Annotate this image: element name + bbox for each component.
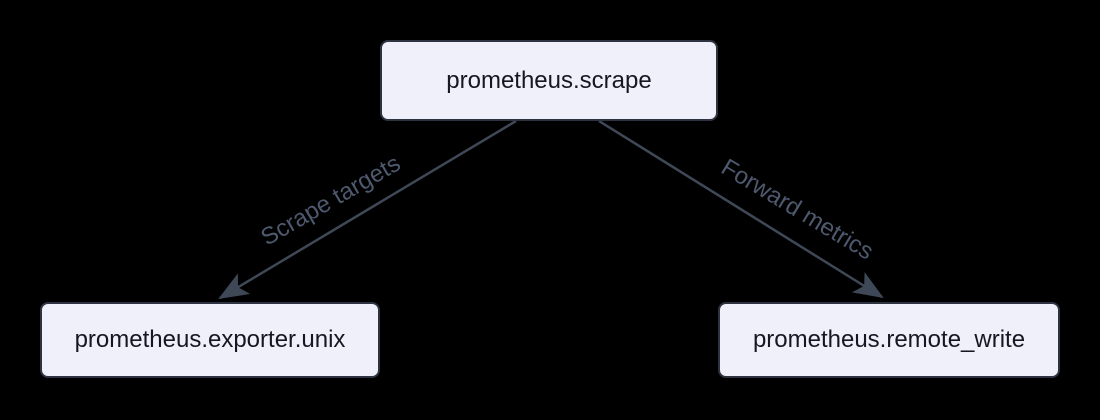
node-prometheus-exporter-unix-label: prometheus.exporter.unix	[74, 326, 346, 353]
edge-label-forward-metrics: Forward metrics	[716, 153, 878, 266]
edge-label-scrape-targets: Scrape targets	[256, 149, 406, 252]
edge-forward-metrics-arrow	[598, 119, 884, 299]
node-prometheus-remote-write: prometheus.remote_write	[718, 302, 1060, 378]
edge-scrape-targets-arrow	[218, 119, 517, 300]
node-prometheus-exporter-unix: prometheus.exporter.unix	[40, 302, 380, 378]
node-prometheus-scrape: prometheus.scrape	[380, 40, 718, 121]
node-prometheus-remote-write-label: prometheus.remote_write	[752, 326, 1026, 353]
node-prometheus-scrape-label: prometheus.scrape	[446, 66, 652, 94]
